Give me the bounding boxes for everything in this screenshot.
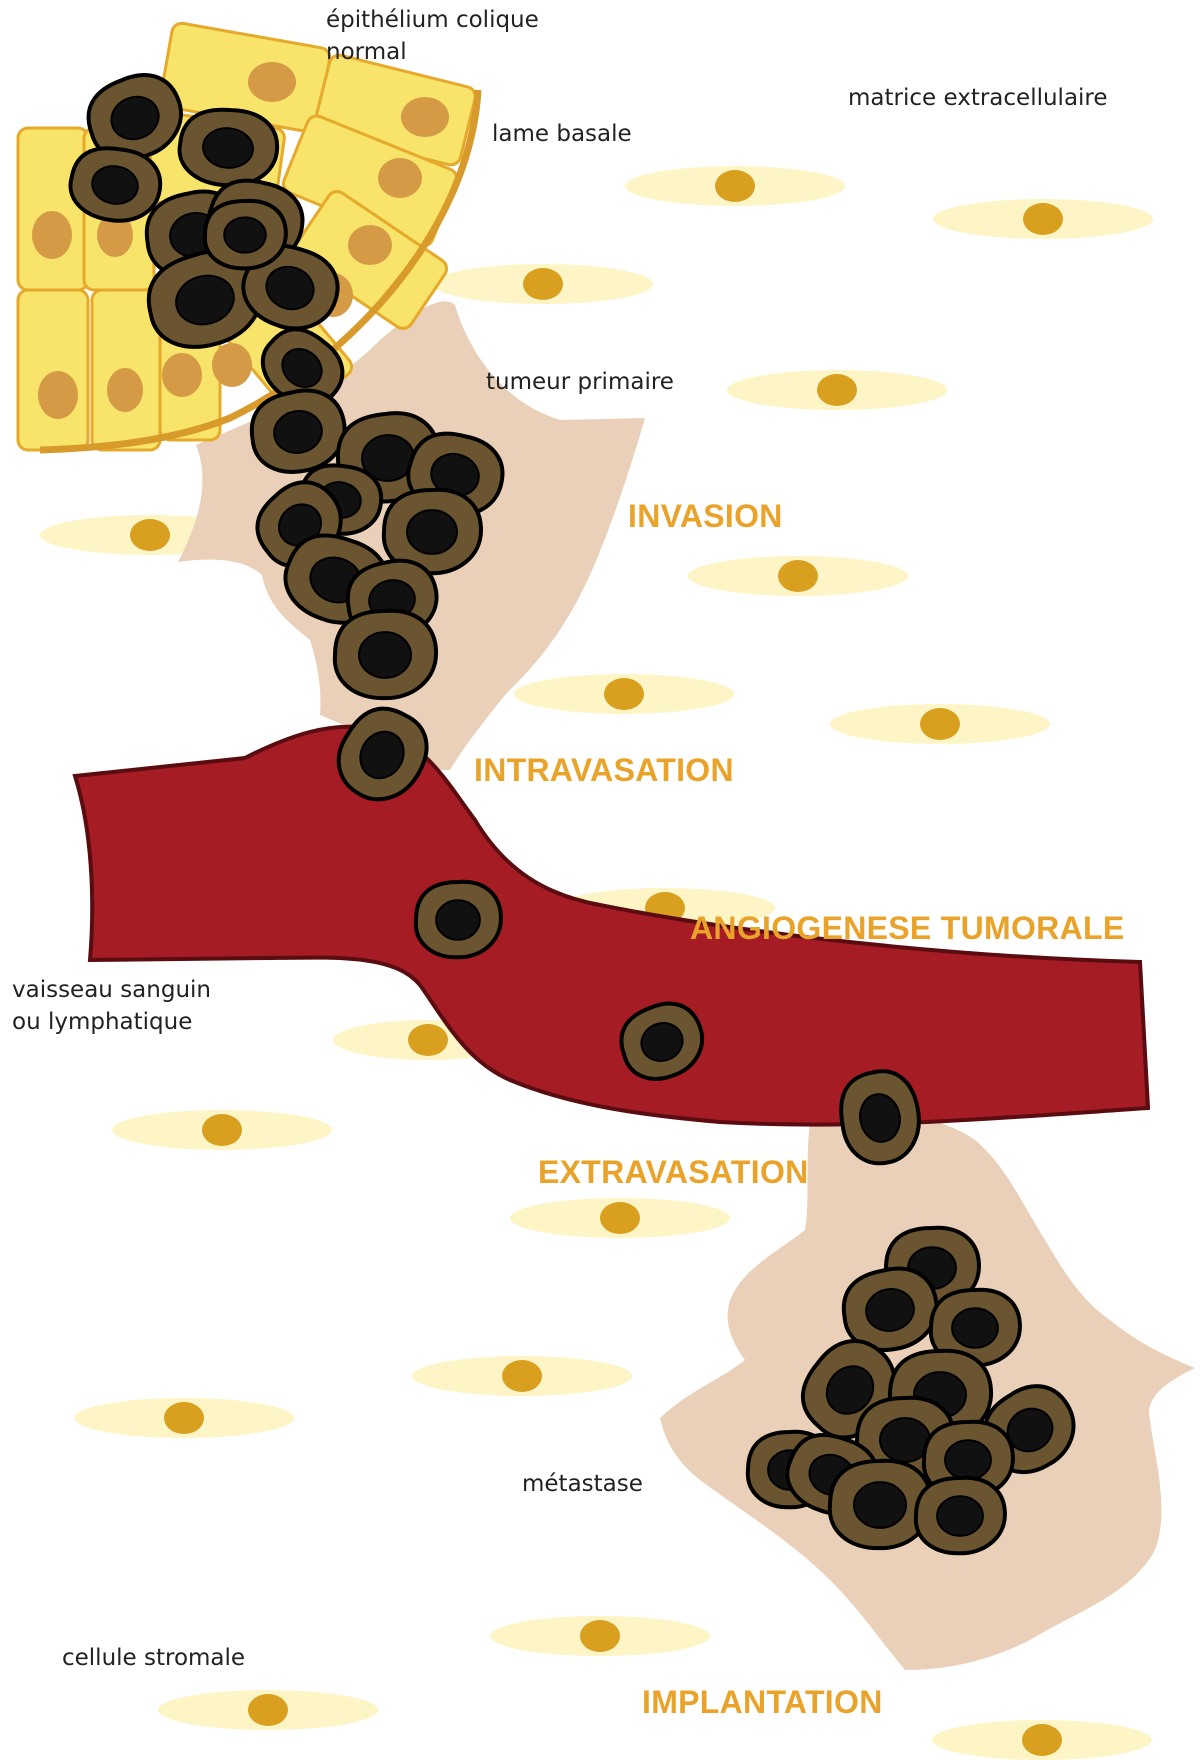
cancer-cell — [916, 1478, 1005, 1553]
step-angiogenesis: ANGIOGENESE TUMORALE — [690, 910, 1124, 947]
cancer-nucleus — [359, 632, 411, 678]
stromal-nucleus — [502, 1360, 542, 1392]
stromal-nucleus — [778, 560, 818, 592]
stromal-cell — [490, 1616, 710, 1656]
stromal-nucleus — [920, 708, 960, 740]
stromal-cell — [625, 166, 845, 206]
primary-tumor-label: tumeur primaire — [486, 366, 674, 398]
stromal-nucleus — [130, 519, 170, 551]
step-extravasation: EXTRAVASATION — [538, 1154, 809, 1191]
vessel-label-line2: ou lymphatique — [12, 1006, 211, 1038]
basal-lamina-label: lame basale — [492, 118, 632, 150]
cancer-nucleus — [854, 1482, 906, 1528]
metastasis-label: métastase — [522, 1468, 643, 1500]
stromal-nucleus — [715, 170, 755, 202]
stromal-cell — [688, 556, 908, 596]
matrix-label: matrice extracellulaire — [848, 82, 1108, 114]
stromal-cell-label: cellule stromale — [62, 1642, 245, 1674]
stromal-nucleus — [164, 1402, 204, 1434]
stromal-cell — [112, 1110, 332, 1150]
cancer-nucleus — [937, 1496, 983, 1536]
cancer-cell — [416, 882, 501, 957]
stromal-cell — [412, 1356, 632, 1396]
vessel-label: vaisseau sanguin ou lymphatique — [12, 974, 211, 1038]
step-invasion: INVASION — [628, 498, 783, 535]
stromal-cell — [74, 1398, 294, 1438]
stromal-nucleus — [600, 1202, 640, 1234]
step-implantation: IMPLANTATION — [642, 1684, 883, 1721]
stromal-cell — [933, 199, 1153, 239]
stromal-nucleus — [817, 374, 857, 406]
cancer-nucleus — [945, 1440, 991, 1480]
cancer-cell — [335, 611, 436, 698]
stromal-nucleus — [580, 1620, 620, 1652]
cancer-nucleus — [407, 510, 457, 554]
stromal-cell — [510, 1198, 730, 1238]
step-intravasation: INTRAVASATION — [474, 752, 734, 789]
stromal-nucleus — [408, 1024, 448, 1056]
stromal-nucleus — [202, 1114, 242, 1146]
stromal-nucleus — [523, 268, 563, 300]
stromal-cell — [514, 674, 734, 714]
stromal-cell — [932, 1720, 1152, 1760]
epithelium-label: épithélium colique normal — [326, 4, 539, 68]
stromal-cell — [433, 264, 653, 304]
epithelium-label-line1: épithélium colique — [326, 4, 539, 36]
cancer-nucleus — [952, 1308, 998, 1348]
vessel-label-line1: vaisseau sanguin — [12, 974, 211, 1006]
stromal-cell — [158, 1690, 378, 1730]
stromal-cell — [727, 370, 947, 410]
cancer-cell — [205, 201, 286, 269]
cancer-nucleus — [436, 900, 480, 940]
stromal-nucleus — [1022, 1724, 1062, 1756]
stromal-nucleus — [248, 1694, 288, 1726]
epithelium-label-line2: normal — [326, 36, 539, 68]
cancer-nucleus — [224, 217, 266, 252]
stromal-nucleus — [1023, 203, 1063, 235]
stromal-nucleus — [604, 678, 644, 710]
stromal-cell — [830, 704, 1050, 744]
